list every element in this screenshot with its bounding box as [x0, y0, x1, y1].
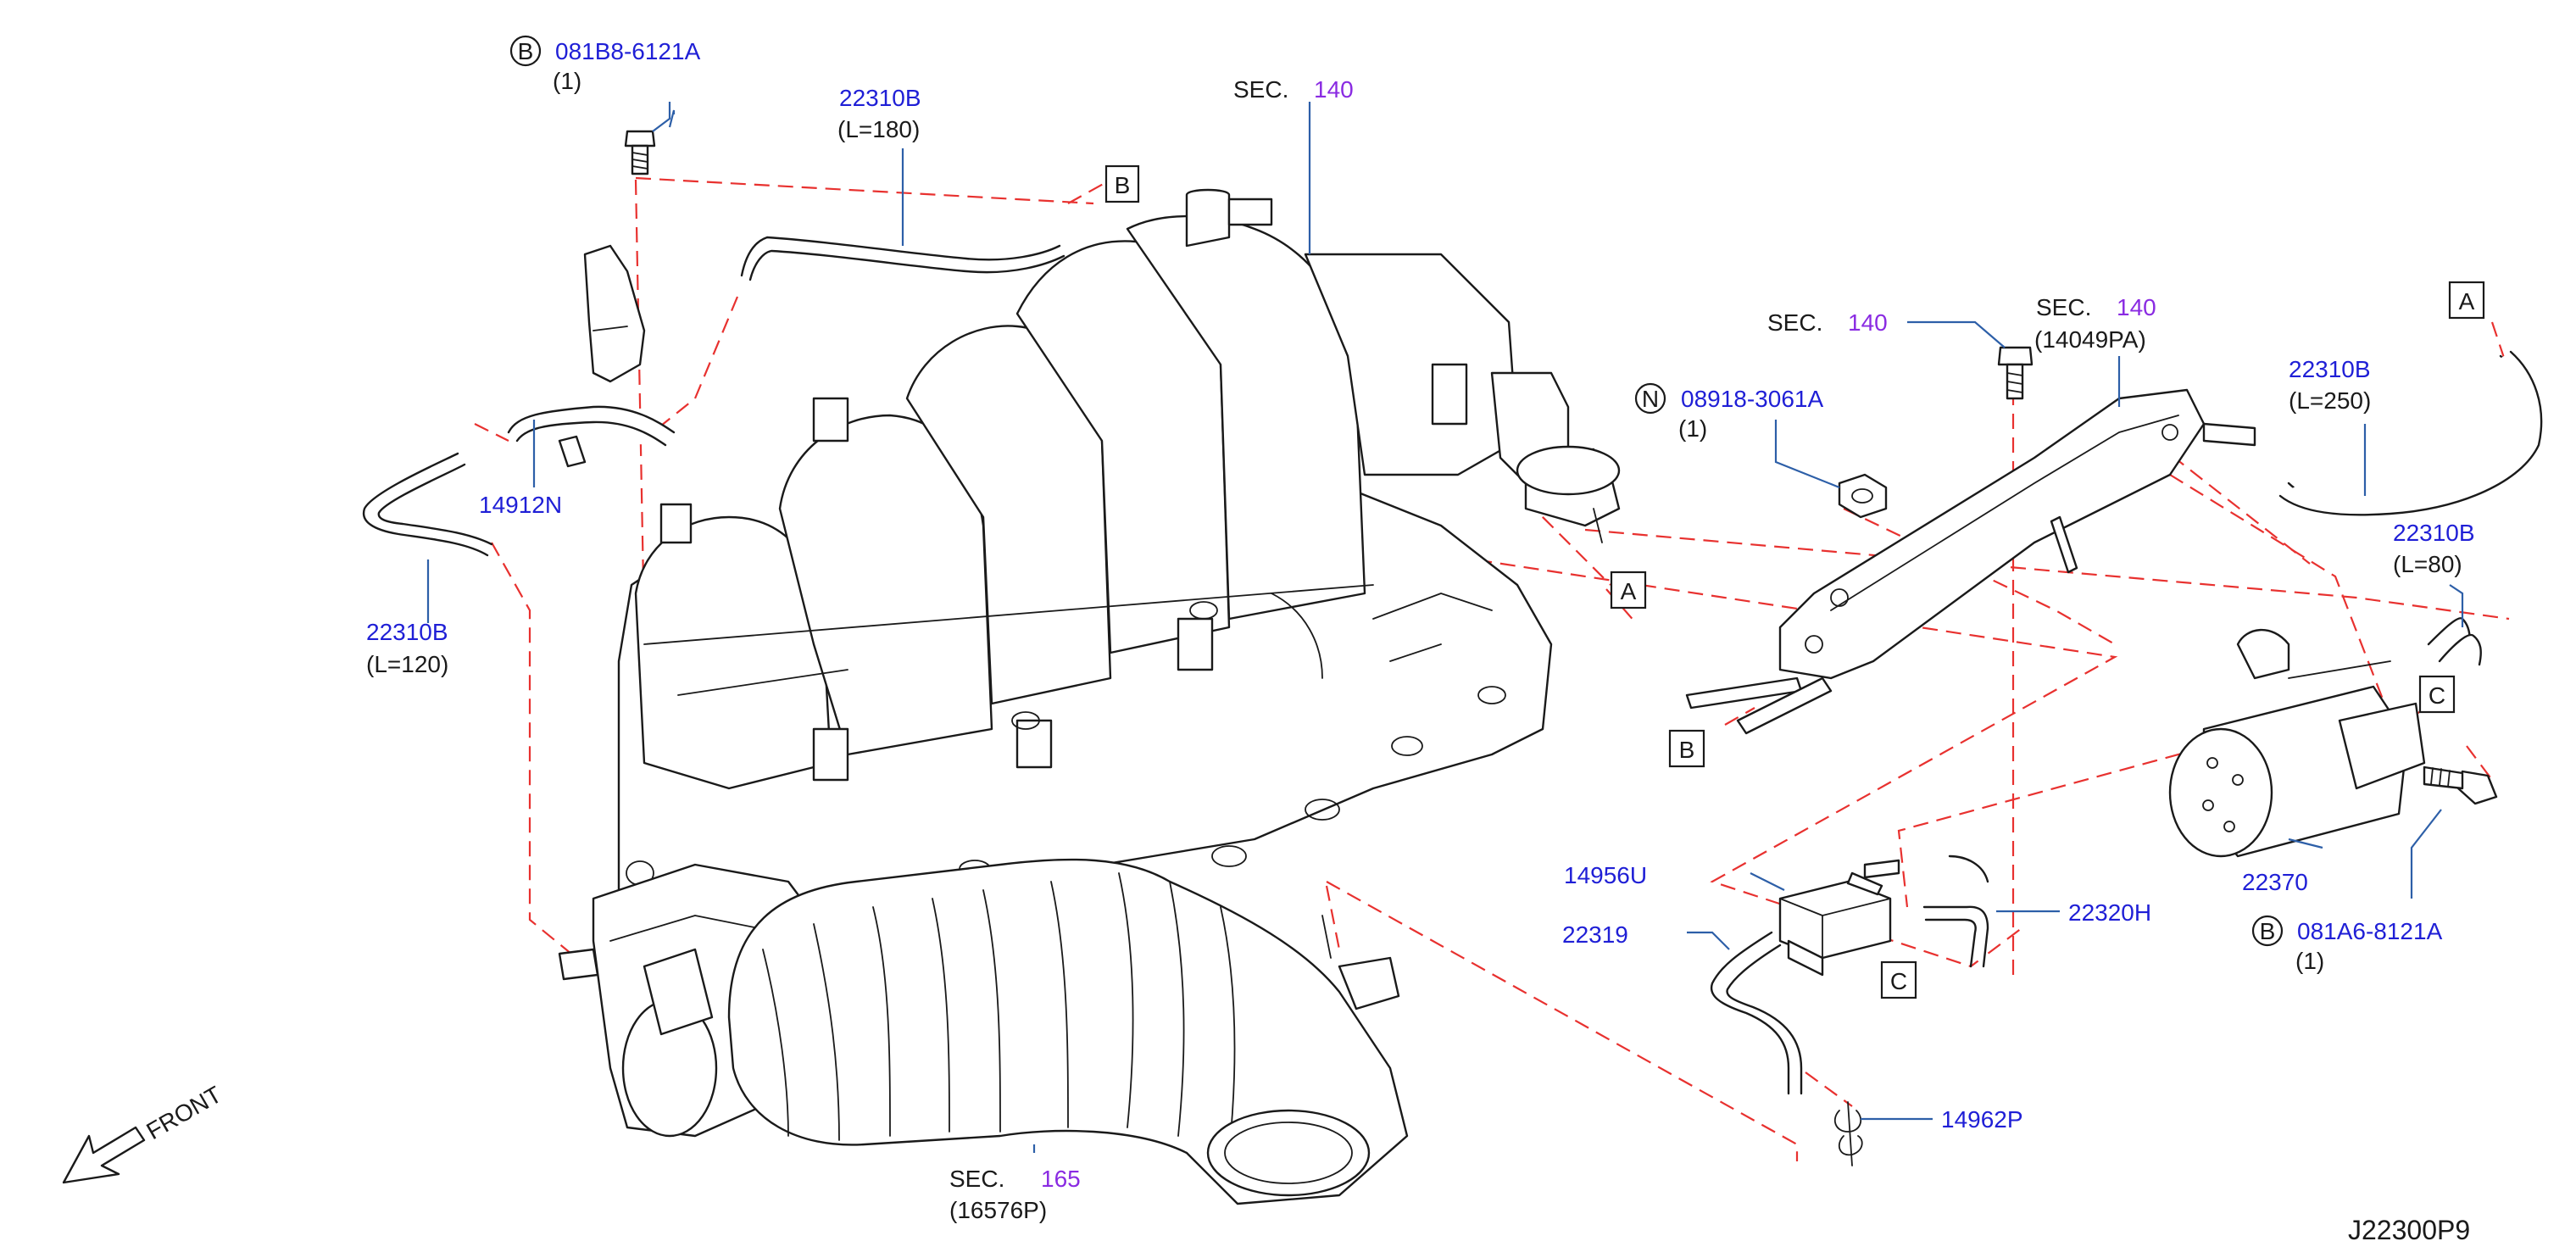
ref-box-a-mid: A [1610, 571, 1647, 610]
ref-box-c-right: C [2418, 675, 2456, 714]
leader-lines [426, 102, 2464, 1153]
callout-nut-08918: N 08918-3061A (1) [1634, 382, 1823, 442]
part-number: 22310B [366, 619, 448, 645]
hose-22310b-l250-inner [2278, 350, 2543, 516]
svg-text:C: C [2429, 682, 2445, 709]
part-number: 081A6-8121A [2297, 918, 2443, 944]
callout-hose-22320h: 22320H [2068, 899, 2151, 926]
bolt-081b8-6121a [624, 130, 656, 175]
svg-text:B: B [1115, 172, 1131, 198]
callout-bolt-081b8: B 081B8-6121A (1) [509, 35, 701, 94]
bolt-081a6-8121a [2423, 765, 2498, 805]
part-number: 14912N [479, 492, 562, 518]
ref-box-c-lower: C [1880, 960, 1917, 999]
callout-bolt-081a6: B 081A6-8121A (1) [2251, 915, 2443, 974]
sec-number: 165 [1041, 1166, 1081, 1192]
part-number: 22310B [2289, 356, 2371, 382]
svg-text:C: C [1890, 968, 1907, 994]
part-number: 22370 [2242, 869, 2308, 895]
sec-prefix: SEC. [949, 1166, 1004, 1192]
pipe-14912n [507, 244, 676, 468]
circle-letter: N [1642, 386, 1659, 412]
length: (L=80) [2393, 551, 2462, 577]
circle-letter: B [518, 38, 534, 64]
part-number: 08918-3061A [1681, 386, 1823, 412]
svg-text:A: A [1621, 578, 1637, 604]
callout-clip-14962p: 14962P [1941, 1106, 2023, 1133]
qty: (1) [2295, 948, 2324, 974]
hose-22320h-inner [1924, 918, 1977, 968]
callout-hose-180: 22310B (L=180) [837, 85, 921, 142]
sec-number: 140 [2117, 294, 2156, 320]
hose-22310b-l80-inner [2438, 633, 2482, 666]
sec-prefix: SEC. [1767, 309, 1822, 336]
ref-box-b-lower: B [1668, 729, 1705, 768]
front-arrow-icon [62, 1126, 146, 1184]
length: (L=120) [366, 651, 448, 677]
clip-14962p [1833, 1101, 1863, 1166]
callout-hose-120: 22310B (L=120) [366, 619, 448, 677]
diagram-id: J22300P9 [2348, 1215, 2470, 1245]
callout-valve-14956u: 14956U [1564, 862, 1647, 888]
callout-hose-250: 22310B (L=250) [2289, 356, 2371, 414]
svg-text:A: A [2459, 288, 2475, 314]
nut-08918-3061a [1838, 473, 1888, 519]
hose-22310b-l180-inner [748, 249, 1065, 281]
air-duct [727, 858, 1409, 1205]
front-label: FRONT [142, 1081, 226, 1144]
part-number: 22319 [1562, 921, 1628, 948]
intake-manifold-assembly [617, 188, 1621, 934]
part: (16576P) [949, 1197, 1047, 1223]
callout-hose-80: 22310B (L=80) [2393, 520, 2475, 577]
hose-22319-inner [1726, 944, 1803, 1095]
callout-sec140-bolt: SEC. 140 [1767, 309, 1888, 336]
callout-sec140-bracket: SEC. 140 (14049PA) [2034, 294, 2156, 353]
sec-number: 140 [1314, 76, 1354, 103]
part-number: 22310B [2393, 520, 2475, 546]
qty: (1) [553, 68, 581, 94]
circle-letter: B [2260, 918, 2276, 944]
sec-number: 140 [1848, 309, 1888, 336]
bracket-14049pa [1685, 388, 2256, 735]
part-number: 22320H [2068, 899, 2151, 926]
hose-22310b-l120-inner [377, 463, 493, 546]
sec-prefix: SEC. [2036, 294, 2091, 320]
length: (L=250) [2289, 387, 2371, 414]
bolt-sec140 [1997, 346, 2034, 400]
callout-canister-22370: 22370 [2242, 869, 2308, 895]
ref-box-a-right: A [2448, 281, 2485, 320]
length: (L=180) [837, 116, 920, 142]
callout-hose-22319: 22319 [1562, 921, 1628, 948]
part-number: 22310B [839, 85, 921, 111]
front-indicator: FRONT [62, 1081, 226, 1184]
qty: (1) [1678, 415, 1707, 442]
callout-pipe-14912n: 14912N [479, 492, 562, 518]
ref-box-b-top: B [1104, 164, 1140, 203]
part-number: 14956U [1564, 862, 1647, 888]
part-number: 081B8-6121A [555, 38, 701, 64]
callout-sec140-top: SEC. 140 [1233, 76, 1354, 103]
sec-prefix: SEC. [1233, 76, 1288, 103]
valve-14956u [1778, 859, 1900, 977]
canister-22370 [2168, 628, 2426, 858]
part-number: 14962P [1941, 1106, 2023, 1133]
part: (14049PA) [2034, 326, 2146, 353]
hose-22320h-top [1948, 854, 1989, 883]
callout-sec165: SEC. 165 (16576P) [949, 1166, 1081, 1223]
svg-text:B: B [1679, 737, 1695, 763]
